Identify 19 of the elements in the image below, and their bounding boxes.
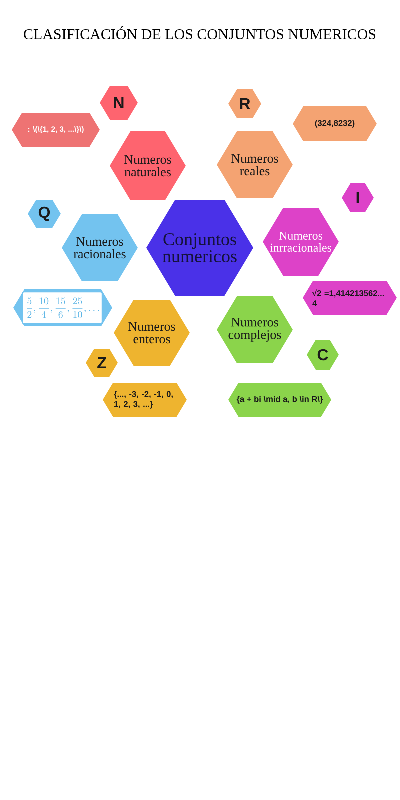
letter-hexagon: I xyxy=(342,184,374,212)
category-hexagon: Numeros naturales xyxy=(110,132,186,200)
category-hexagon: Numeros reales xyxy=(217,132,293,198)
category-hexagon: Numeros enteros xyxy=(114,300,190,366)
example-hexagon: (324,8232) xyxy=(293,106,377,142)
category-hexagon: Numeros inrracionales xyxy=(263,208,339,276)
title: CLASIFICACIÓN DE LOS CONJUNTOS NUMERICOS xyxy=(24,26,376,40)
example-hexagon: {..., -3, -2, -1, 0, 1, 2, 3, ...} xyxy=(103,383,187,417)
category-hexagon: Numeros racionales xyxy=(62,214,138,282)
letter-hexagon: Z xyxy=(86,349,118,377)
letter-hexagon: C xyxy=(307,340,339,370)
example-hexagon: $\frac{5}{2}, \frac{10}{4}, \frac{15}{6}, \frac{25}{10}, \ldots$ xyxy=(14,290,112,326)
example-hexagon: √2 =1,414213562... 4 xyxy=(303,281,397,315)
category-hexagon: Numeros complejos xyxy=(217,296,293,364)
letter-hexagon: Q xyxy=(28,200,61,228)
letter-hexagon: N xyxy=(100,86,138,120)
example-hexagon: {a + bi \mid a, b \in R\} xyxy=(228,383,332,417)
central-hexagon: Conjuntos numericos xyxy=(146,200,254,296)
letter-hexagon: R xyxy=(228,90,262,118)
